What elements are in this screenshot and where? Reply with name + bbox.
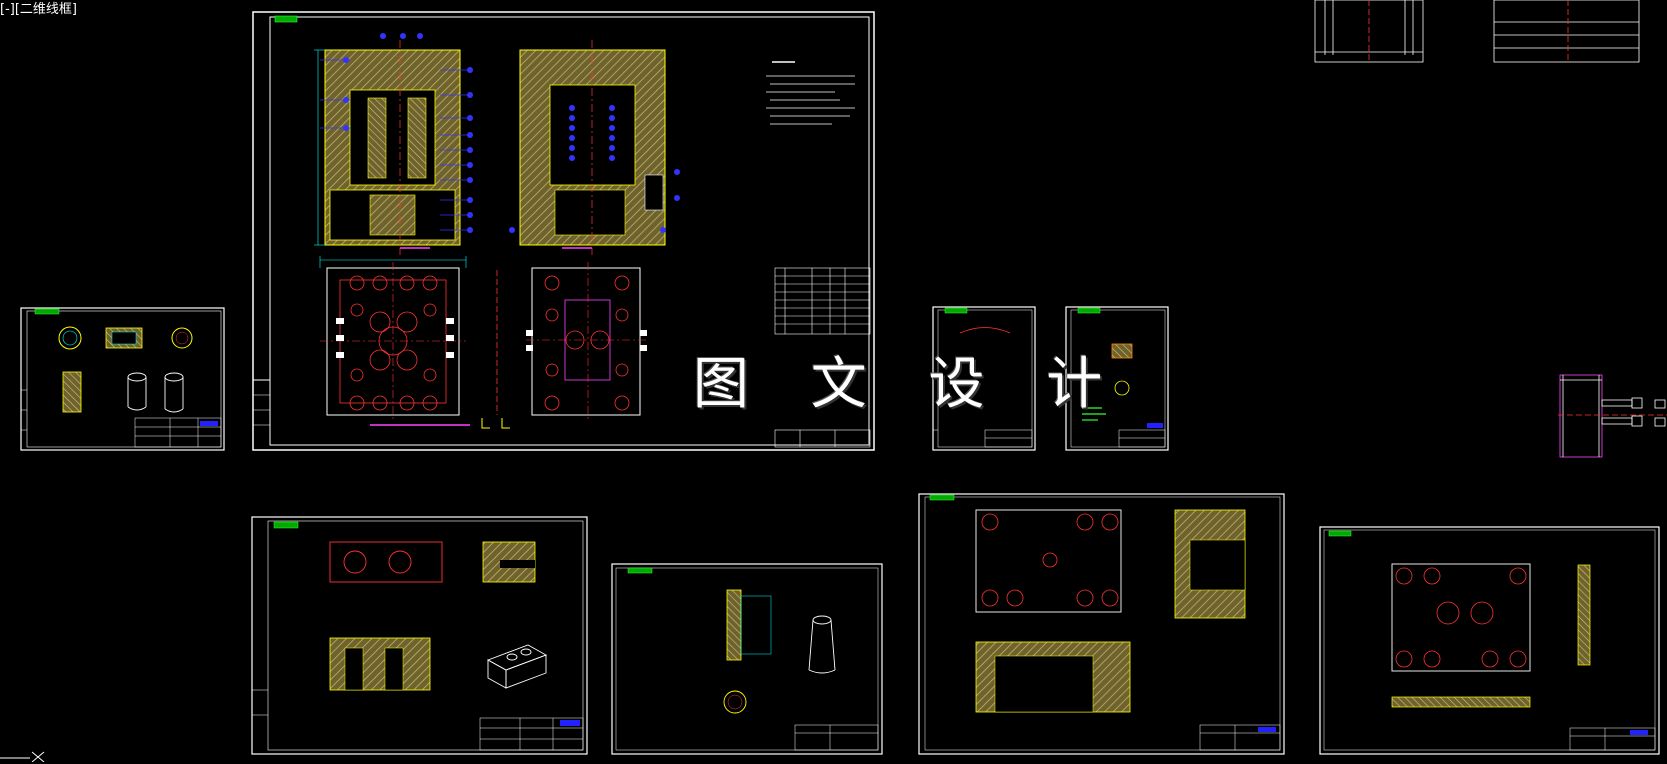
detail-view-right[interactable] bbox=[1558, 374, 1667, 458]
sheet-assembly[interactable] bbox=[252, 11, 875, 451]
viewport-controls-label[interactable]: [-][二维线框] bbox=[0, 2, 77, 18]
sheet-part-a[interactable] bbox=[932, 306, 1036, 451]
partial-view-top-right-b[interactable] bbox=[1493, 0, 1640, 63]
ucs-axis-icon bbox=[0, 751, 45, 762]
parts-list-table bbox=[774, 267, 871, 448]
sheet-cavity-insert[interactable] bbox=[251, 516, 588, 755]
watermark-text: 图 文 设 计 bbox=[693, 352, 1125, 417]
assembly-section-side[interactable] bbox=[509, 40, 680, 255]
sheet-part-b[interactable] bbox=[1065, 306, 1169, 451]
viewport-label-text[interactable]: [-][二维线框] bbox=[0, 2, 77, 17]
sheet-core-pin[interactable] bbox=[611, 563, 883, 755]
sheet-moving-plate[interactable] bbox=[918, 493, 1285, 755]
assembly-section-front[interactable] bbox=[314, 33, 473, 255]
tech-requirements-notes bbox=[766, 61, 855, 125]
sheet-fixed-plate[interactable] bbox=[1319, 526, 1660, 755]
partial-view-top-right-a[interactable] bbox=[1314, 0, 1424, 63]
assembly-plan-moving[interactable] bbox=[319, 256, 470, 426]
assembly-plan-fixed[interactable] bbox=[526, 262, 648, 420]
sheet-sleeve-parts[interactable] bbox=[20, 307, 225, 451]
